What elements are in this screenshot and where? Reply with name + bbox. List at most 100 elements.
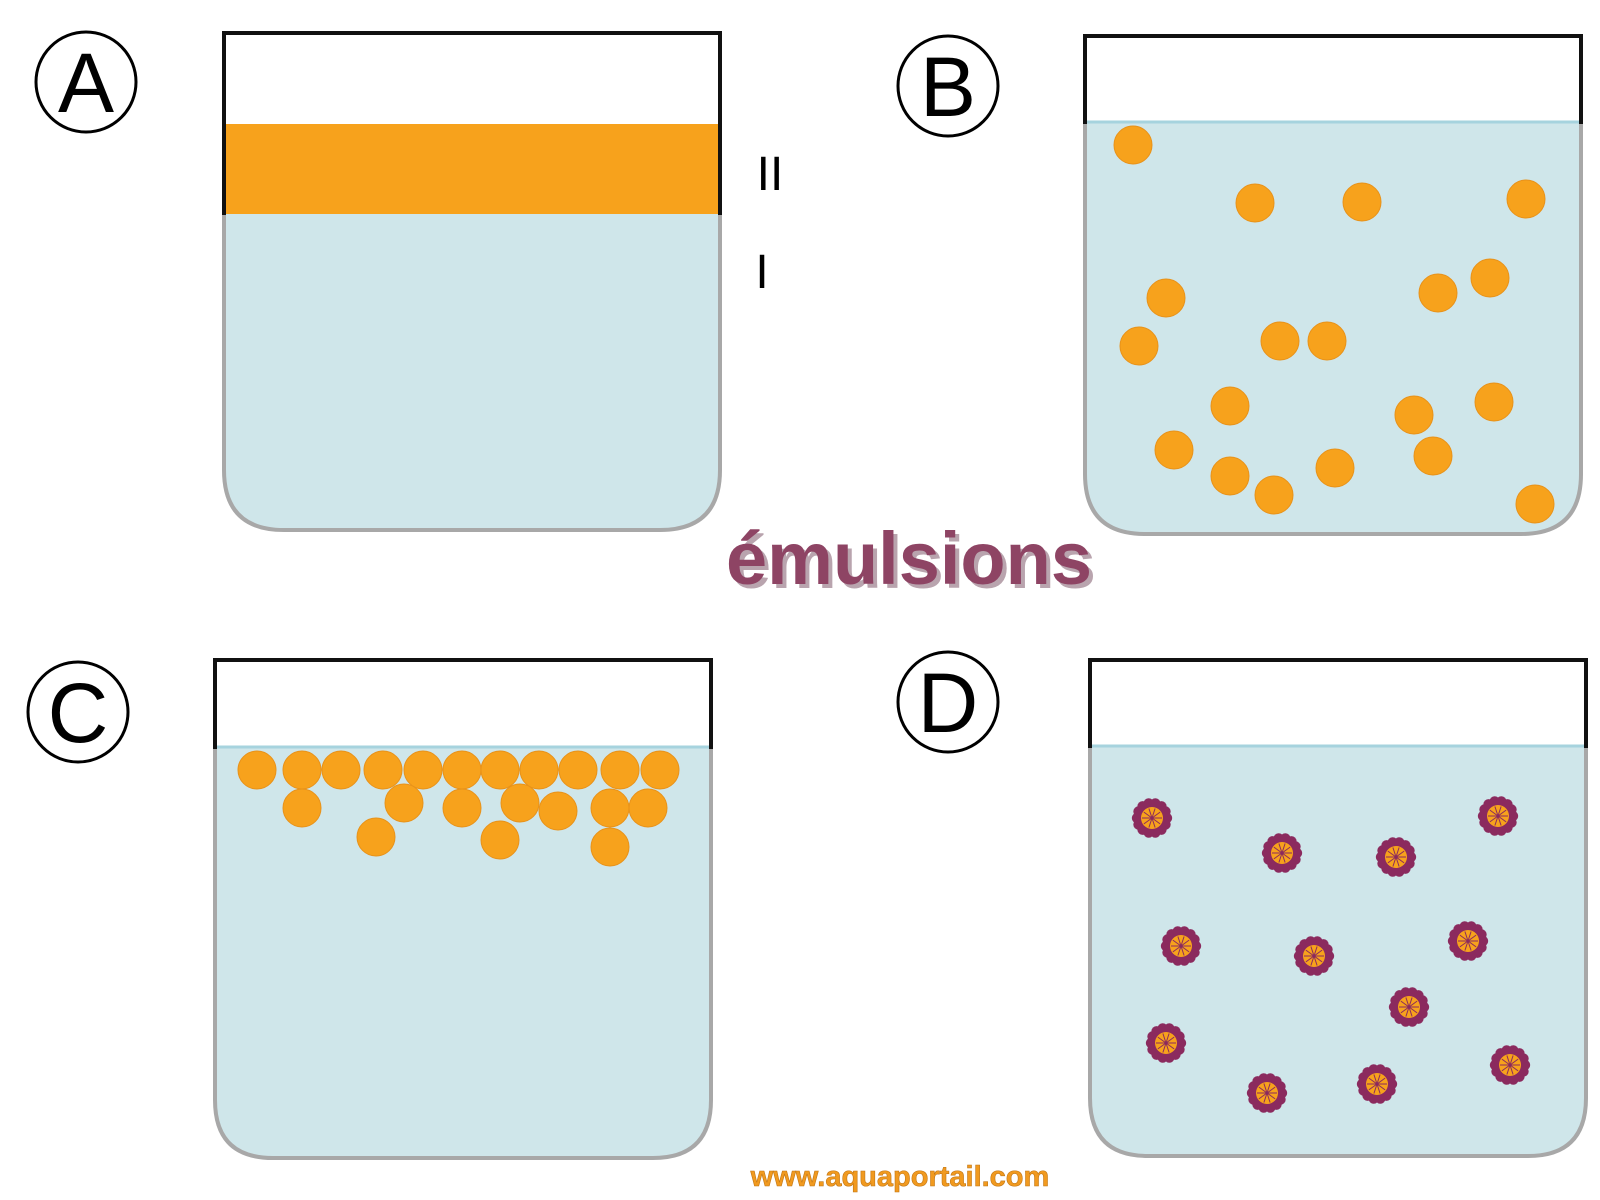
- surfactant-tail: [1506, 1055, 1511, 1066]
- oil-droplet-icon: [442, 750, 482, 790]
- panel-d: D: [896, 650, 1588, 1158]
- panel-d-label: D: [896, 650, 1000, 754]
- surfactant-tail: [1405, 997, 1410, 1008]
- container-rim: [213, 658, 713, 749]
- panel-label-text: A: [58, 36, 114, 130]
- surfactant-tail: [1387, 856, 1397, 864]
- oil-droplet-icon: [1474, 382, 1514, 422]
- surfactant-tail: [1509, 1055, 1514, 1066]
- surfactant-tail: [1177, 936, 1182, 947]
- surfactant-tail: [1506, 1064, 1511, 1075]
- surfactant-tail: [1180, 939, 1190, 947]
- surfactant-tail: [1165, 1036, 1175, 1044]
- panel-label-circle: [26, 660, 130, 764]
- surfactant-tail: [1313, 955, 1318, 966]
- surfactant-tail: [1266, 1086, 1276, 1094]
- surfactant-tail: [1368, 1077, 1378, 1085]
- oil-droplet-icon: [1515, 484, 1555, 524]
- container-rim: [222, 31, 722, 215]
- surfactant-tail: [1459, 940, 1469, 948]
- surfactant-tail: [1180, 945, 1185, 956]
- surfactant-tail: [1501, 1064, 1511, 1072]
- panel-c: C: [26, 658, 713, 1160]
- surfactant-tail: [1305, 949, 1315, 957]
- surfactant-tail: [1143, 811, 1153, 819]
- oil-droplet-icon: [1470, 258, 1510, 298]
- surfactant-tail: [1376, 1074, 1381, 1085]
- surfactant-tail: [1489, 815, 1499, 823]
- surfactant-tail: [1509, 1064, 1514, 1075]
- surfactant-tail: [1395, 856, 1400, 867]
- surfactant-micelle-icon: [1131, 798, 1173, 838]
- surfactant-tail: [1395, 850, 1405, 858]
- oil-droplet-icon: [480, 750, 520, 790]
- surfactant-micelle-icon: [1375, 837, 1417, 877]
- surfactant-tail: [1373, 1074, 1378, 1085]
- surfactant-tail: [1497, 809, 1507, 817]
- container-b: [1083, 34, 1583, 536]
- surfactant-tail: [1494, 806, 1499, 817]
- surfactant-micelle-icon: [1356, 1064, 1398, 1104]
- surfactant-tail: [1408, 1006, 1413, 1017]
- surfactant-head: [1322, 944, 1333, 955]
- surfactant-tail: [1180, 936, 1185, 947]
- panel-b: B: [896, 34, 1583, 536]
- surfactant-tail: [1281, 852, 1291, 860]
- oil-droplet-icon: [600, 750, 640, 790]
- oil-droplet-icon: [356, 817, 396, 857]
- surfactant-tail: [1313, 955, 1323, 963]
- container-c: [213, 658, 713, 1160]
- surfactant-tail: [1368, 1083, 1378, 1091]
- oil-droplet-icon: [282, 750, 322, 790]
- oil-layer: [224, 124, 720, 214]
- surfactant-head: [1290, 841, 1301, 852]
- oil-droplet-icon: [1210, 456, 1250, 496]
- panel-label-circle: [34, 30, 138, 134]
- container-a: [222, 31, 722, 532]
- panel-c-label: C: [26, 660, 130, 764]
- oil-droplet-icon: [1506, 179, 1546, 219]
- panel-a-label: A: [34, 30, 138, 134]
- surfactant-tail: [1408, 1000, 1418, 1008]
- surfactant-tail: [1464, 940, 1469, 951]
- surfactant-head: [1476, 929, 1487, 940]
- surfactant-tail: [1489, 809, 1499, 817]
- title-text: émulsions: [726, 517, 1092, 600]
- surfactant-tail: [1467, 940, 1472, 951]
- surfactant-tail: [1392, 856, 1397, 867]
- container-outline: [222, 33, 722, 532]
- surfactant-tail: [1395, 847, 1400, 858]
- surfactant-tail: [1281, 843, 1286, 854]
- surfactant-micelle-icon: [1145, 1023, 1187, 1063]
- panel-b-label: B: [896, 34, 1000, 138]
- panel-label-text: D: [918, 656, 979, 750]
- surfactant-tail: [1408, 1006, 1418, 1014]
- surfactant-tail: [1162, 1033, 1167, 1044]
- oil-droplet-icon: [640, 750, 680, 790]
- surfactant-head: [1174, 1031, 1185, 1042]
- surfactant-tail: [1165, 1042, 1170, 1053]
- surfactant-head: [1417, 995, 1428, 1006]
- surfactant-head: [1189, 934, 1200, 945]
- surfactant-tail: [1387, 850, 1397, 858]
- title: émulsions émulsions: [726, 517, 1096, 604]
- surfactant-head: [1160, 806, 1171, 817]
- surfactant-micelle-icon: [1160, 926, 1202, 966]
- panel-label-circle: [896, 34, 1000, 138]
- surfactant-tail: [1281, 846, 1291, 854]
- container-outline: [1088, 660, 1588, 1158]
- container-outline: [1083, 36, 1583, 536]
- surfactant-tail: [1273, 846, 1283, 854]
- surfactant-tail: [1151, 811, 1161, 819]
- oil-droplet-icon: [500, 783, 540, 823]
- surfactant-tail: [1305, 955, 1315, 963]
- surfactant-tail: [1266, 1092, 1271, 1103]
- surfactant-tail: [1273, 852, 1283, 860]
- surfactant-tail: [1464, 931, 1469, 942]
- surfactant-tail: [1501, 1058, 1511, 1066]
- oil-droplet-icon: [1254, 475, 1294, 515]
- oil-droplet-icon: [519, 750, 559, 790]
- surfactant-tail: [1281, 852, 1286, 863]
- surfactant-tail: [1172, 939, 1182, 947]
- oil-droplet-icon: [1413, 436, 1453, 476]
